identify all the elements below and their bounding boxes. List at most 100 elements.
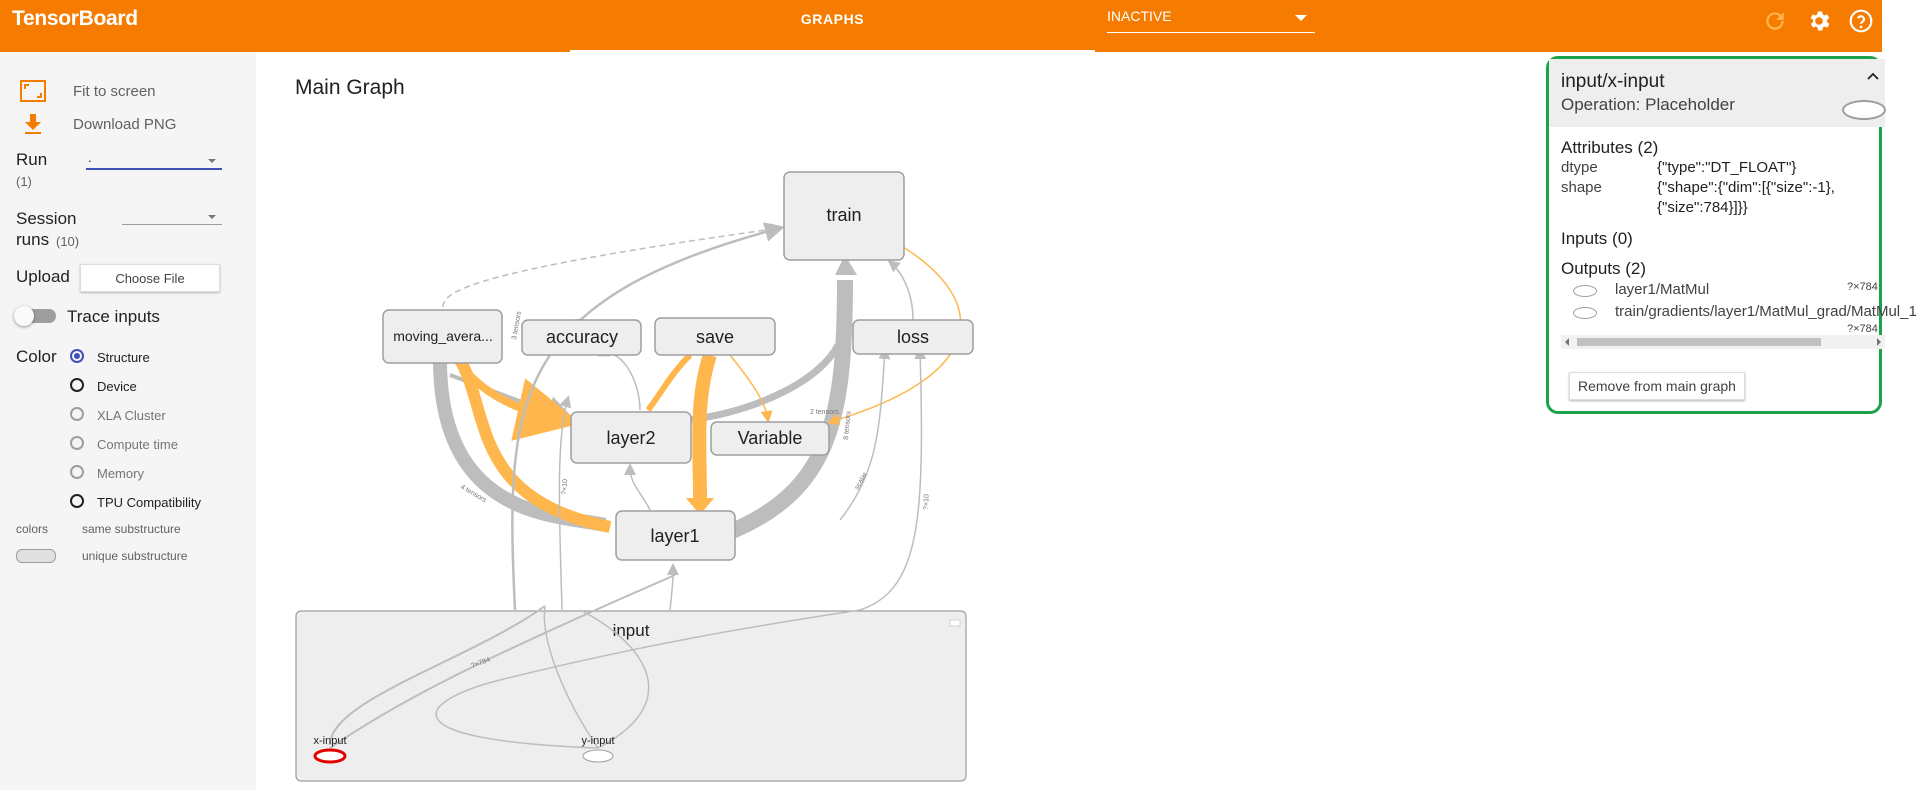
legend-colors-label: colors — [16, 522, 49, 536]
edge-input-layer2 — [558, 395, 572, 611]
edge-save-variable — [729, 354, 773, 423]
outputs-header: Outputs (2) — [1561, 259, 1647, 278]
output-shape-1: ?×784 — [1847, 281, 1878, 293]
edge-label: ?×10 — [923, 494, 931, 510]
node-info-panel: input/x-input Operation: Placeholder Att… — [1546, 56, 1917, 414]
attr-value-shape-cont: {"size":784}]}} — [1657, 199, 1748, 216]
edge-label: 8 tensors — [843, 410, 853, 440]
edge-moving-average-train-control — [442, 223, 783, 308]
panel-title: input/x-input — [1561, 71, 1665, 92]
output-shape-2: ?×784 — [1847, 323, 1878, 335]
trace-inputs-toggle[interactable] — [14, 306, 56, 326]
inputs-header: Inputs (0) — [1561, 229, 1633, 248]
radio-compute-time[interactable] — [70, 436, 84, 450]
horizontal-scrollbar[interactable] — [1561, 335, 1885, 349]
radio-tpu-compatibility[interactable] — [70, 494, 84, 508]
color-option-compute-time[interactable]: Compute time — [97, 437, 178, 452]
node-train[interactable]: train — [783, 171, 905, 261]
output-item-2[interactable]: train/gradients/layer1/MatMul_grad/MatMu… — [1615, 303, 1917, 320]
caret-down-icon — [208, 159, 216, 163]
node-save[interactable]: save — [654, 317, 776, 356]
run-select[interactable]: . — [86, 150, 222, 170]
unique-substructure-swatch — [16, 549, 56, 563]
tab-underline — [570, 50, 1095, 52]
expand-icon[interactable] — [949, 619, 961, 627]
remove-from-main-graph-button[interactable]: Remove from main graph — [1569, 372, 1745, 400]
attr-key-shape: shape — [1561, 179, 1602, 196]
node-moving-average[interactable]: moving_avera... — [382, 309, 503, 364]
edge-loss-train — [887, 260, 914, 321]
edge-input-loss — [859, 347, 927, 611]
collapse-icon[interactable] — [1867, 72, 1879, 80]
edge-layer2-train — [689, 343, 842, 424]
attr-value-dtype: {"type":"DT_FLOAT"} — [1657, 159, 1797, 176]
upload-label: Upload — [16, 267, 70, 286]
node-x-input[interactable]: x-input — [313, 735, 347, 764]
session-runs-label-2: runs — [16, 230, 50, 249]
node-loss[interactable]: loss — [852, 319, 974, 355]
refresh-icon[interactable] — [1762, 8, 1788, 34]
edge-moving-average-layer2-orange — [456, 362, 581, 441]
node-layer1[interactable]: layer1 — [615, 510, 736, 561]
edge-xinput-layer1 — [329, 574, 676, 749]
node-variable-label: Variable — [738, 428, 803, 448]
node-layer1-label: layer1 — [650, 526, 699, 546]
fit-to-screen-icon[interactable] — [20, 80, 46, 102]
tab-graphs[interactable]: GRAPHS — [570, 0, 1095, 52]
radio-device[interactable] — [70, 378, 84, 392]
session-runs-count: (10) — [56, 234, 80, 249]
node-y-input[interactable]: y-input — [581, 735, 615, 763]
radio-structure[interactable] — [70, 349, 84, 363]
node-shape-icon — [1842, 100, 1886, 120]
toggle-knob — [14, 306, 34, 326]
node-variable[interactable]: Variable — [710, 421, 830, 456]
color-option-structure[interactable]: Structure — [97, 350, 150, 365]
run-mode-value: INACTIVE — [1107, 8, 1172, 24]
gear-icon[interactable] — [1806, 8, 1832, 34]
scroll-left-icon[interactable] — [1565, 338, 1569, 346]
color-option-memory[interactable]: Memory — [97, 466, 144, 481]
edge-input-train — [511, 222, 785, 611]
input-group-label: input — [613, 621, 650, 640]
session-runs-label: Session — [16, 209, 77, 228]
edge-save-layer1 — [692, 352, 717, 499]
attr-value-shape: {"shape":{"dim":[{"size":-1}, — [1657, 179, 1835, 196]
radio-memory[interactable] — [70, 465, 84, 479]
node-moving-average-label: moving_avera... — [393, 328, 493, 344]
run-label: Run — [16, 150, 48, 169]
legend-same-substructure: same substructure — [82, 522, 181, 536]
attr-key-dtype: dtype — [1561, 159, 1598, 176]
attributes-header: Attributes (2) — [1561, 138, 1659, 157]
node-train-label: train — [826, 205, 861, 225]
radio-xla-cluster[interactable] — [70, 407, 84, 421]
session-runs-select[interactable] — [122, 208, 222, 225]
scrollbar-thumb[interactable] — [1577, 338, 1821, 346]
caret-down-icon — [1295, 15, 1307, 21]
color-option-device[interactable]: Device — [97, 379, 137, 394]
output-node-icon — [1573, 285, 1597, 297]
choose-file-button[interactable]: Choose File — [80, 264, 220, 292]
fit-to-screen-button[interactable]: Fit to screen — [73, 83, 156, 100]
scroll-right-icon[interactable] — [1877, 338, 1881, 346]
legend-unique-substructure: unique substructure — [82, 549, 188, 563]
help-icon[interactable] — [1848, 8, 1874, 34]
edge-label: ?×10 — [561, 479, 569, 495]
node-accuracy[interactable]: accuracy — [521, 319, 642, 356]
color-option-xla-cluster[interactable]: XLA Cluster — [97, 408, 166, 423]
run-mode-dropdown[interactable]: INACTIVE — [1107, 8, 1315, 33]
input-group-node[interactable] — [295, 610, 967, 782]
sidebar: Fit to screen Download PNG Run (1) . Ses… — [0, 52, 256, 790]
run-count: (1) — [16, 174, 32, 189]
node-layer2[interactable]: layer2 — [570, 411, 692, 464]
edge-save-layer2 — [645, 352, 693, 412]
trace-inputs-label: Trace inputs — [67, 307, 160, 326]
node-loss-label: loss — [897, 327, 929, 347]
edge-layer1-layer2 — [624, 463, 651, 511]
download-png-button[interactable]: Download PNG — [73, 116, 177, 133]
output-item-1[interactable]: layer1/MatMul — [1615, 281, 1710, 298]
color-option-tpu-compatibility[interactable]: TPU Compatibility — [97, 495, 202, 510]
node-y-input-label: y-input — [581, 735, 614, 747]
download-icon[interactable] — [22, 113, 44, 135]
panel-header: input/x-input Operation: Placeholder — [1549, 59, 1886, 127]
